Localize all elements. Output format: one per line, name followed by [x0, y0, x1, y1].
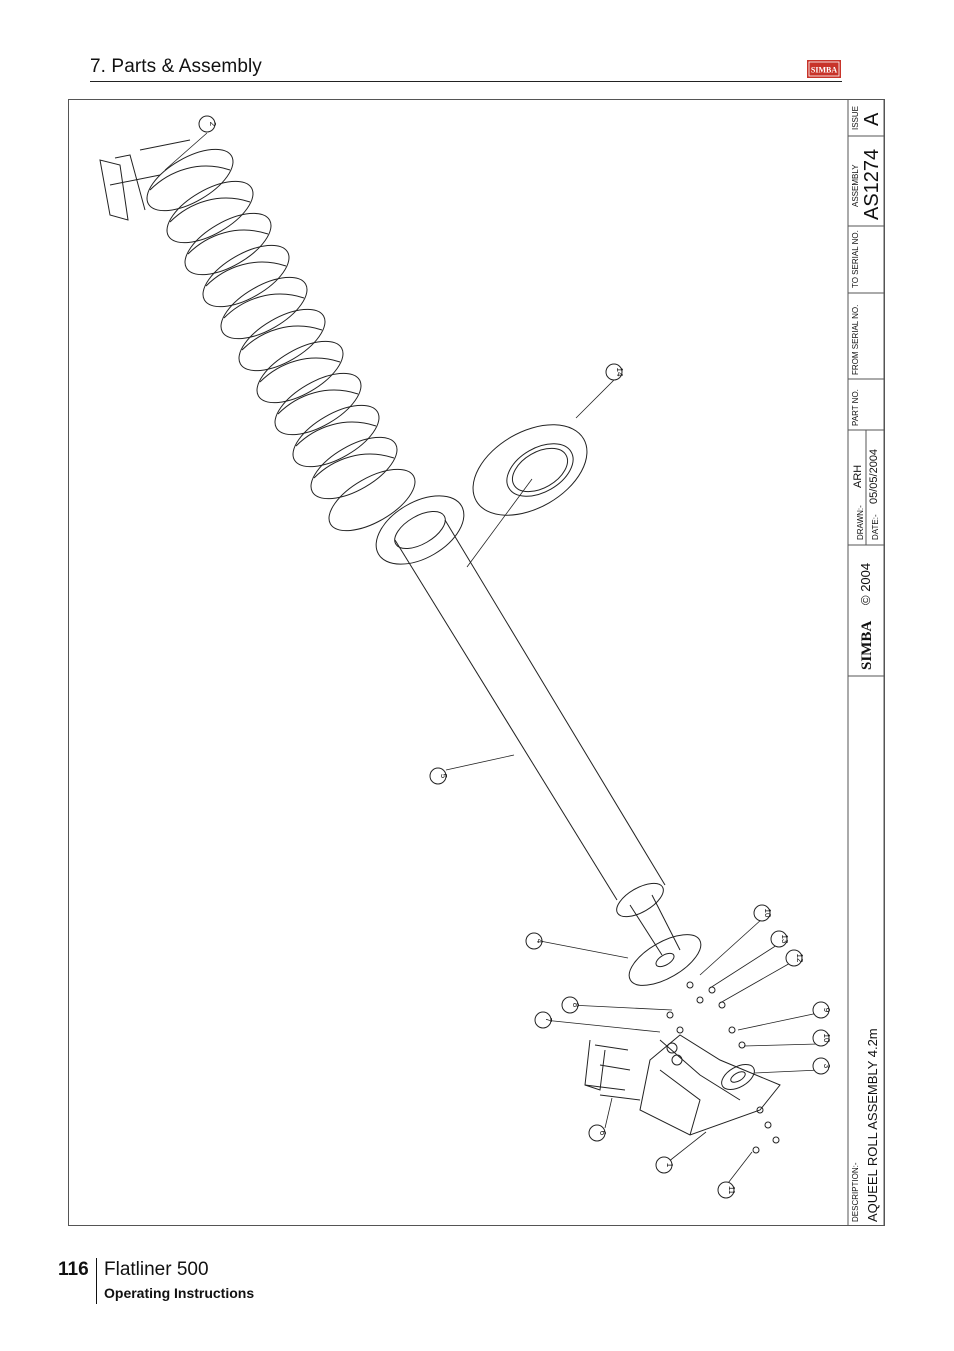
callout-1 [655, 1156, 673, 1174]
callout-label-5: 5 [439, 774, 448, 779]
callout-label-10b: 10 [822, 1034, 831, 1043]
callout-2 [198, 115, 216, 133]
callout-10b [812, 1029, 830, 1047]
part-no-label: PART NO. [851, 389, 860, 426]
date-value: 05/05/2004 [868, 449, 880, 504]
callout-5 [429, 767, 447, 785]
callout-label-13: 13 [780, 935, 789, 944]
callout-label-1: 1 [665, 1163, 674, 1168]
callout-7 [534, 1011, 552, 1029]
callout-label-2: 2 [208, 122, 217, 127]
callout-4 [525, 932, 543, 950]
document-subtitle: Operating Instructions [104, 1285, 255, 1301]
callout-6 [588, 1124, 606, 1142]
callout-8 [561, 996, 579, 1014]
assembly-value: AS1274 [861, 149, 883, 220]
drawn-value: ARH [852, 465, 864, 488]
callout-label-8: 8 [571, 1003, 580, 1008]
description-value: AQUEEL ROLL ASSEMBLY 4.2m [865, 1028, 880, 1222]
company-logo-text: SIMBA [859, 621, 875, 670]
description-label: DESCRIPTION:- [851, 1162, 860, 1222]
callout-label-7: 7 [544, 1018, 553, 1023]
copyright: © 2004 [858, 563, 873, 605]
callout-11 [717, 1181, 735, 1199]
callout-label-6: 6 [598, 1131, 607, 1136]
callout-10a [753, 904, 771, 922]
issue-label: ISSUE [851, 106, 860, 130]
callout-label-12: 12 [795, 954, 804, 963]
callout-label-4: 4 [535, 939, 544, 944]
callout-label-9: 9 [822, 1008, 831, 1013]
callout-9 [812, 1001, 830, 1019]
callout-label-10a: 10 [763, 909, 772, 918]
simba-logo: SIMBA [807, 60, 841, 78]
product-name: Flatliner 500 [104, 1259, 209, 1280]
to-serial-label: TO SERIAL NO. [851, 230, 860, 288]
callout-label-14: 14 [615, 368, 624, 377]
date-label: DATE:- [871, 514, 880, 540]
issue-value: A [861, 112, 883, 126]
callout-label-11: 11 [727, 1186, 736, 1195]
header-rule [90, 81, 842, 82]
callout-14 [605, 363, 623, 381]
from-serial-label: FROM SERIAL NO. [851, 305, 860, 375]
callout-13 [770, 930, 788, 948]
callout-3 [812, 1057, 830, 1075]
drawn-label: DRAWN:- [856, 505, 865, 540]
assembly-label: ASSEMBLY [851, 164, 860, 207]
callout-label-3: 3 [822, 1064, 831, 1069]
simba-logo-text: SIMBA [811, 66, 837, 75]
callout-12 [785, 949, 803, 967]
section-title: 7. Parts & Assembly [90, 56, 262, 77]
footer-rule [96, 1258, 97, 1304]
page-number: 116 [58, 1259, 89, 1280]
